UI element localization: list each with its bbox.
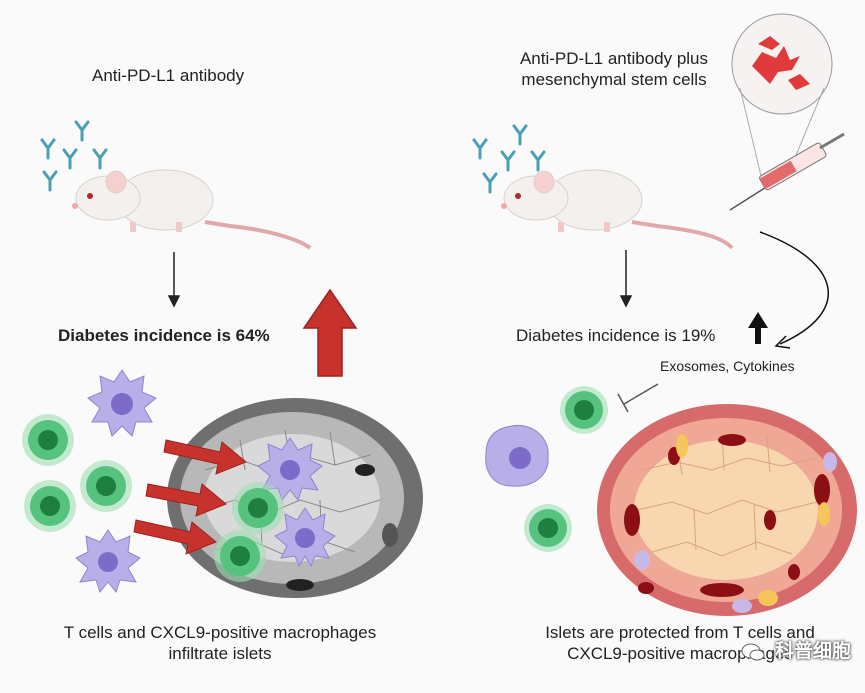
macrophage-cells (75, 369, 336, 594)
right-title-line1: Anti-PD-L1 antibody plus (519, 49, 709, 68)
macrophage-cell (485, 424, 549, 487)
mouse-icon (72, 169, 312, 250)
left-panel: Anti-PD-L1 antibody Diabetes incidence i… (0, 0, 432, 693)
inhibition-line (617, 383, 659, 413)
right-caption-line2: CXCL9-positive macrophages (567, 644, 793, 663)
right-panel: Anti-PD-L1 antibody plus mesenchymal ste… (432, 0, 865, 693)
right-incidence-label: Diabetes incidence is 19% (516, 326, 716, 345)
right-illustration (472, 13, 857, 616)
left-caption-line2: infiltrate islets (168, 644, 272, 663)
t-cells (22, 414, 284, 582)
left-caption: T cells and CXCL9-positive macrophages i… (20, 622, 420, 664)
right-caption-line1: Islets are protected from T cells and (545, 623, 815, 642)
stem-cells-icon (731, 13, 833, 181)
wechat-icon (741, 643, 765, 661)
watermark: 科普细胞 (774, 641, 851, 662)
mouse-icon (501, 169, 734, 250)
up-arrow-icon (748, 312, 768, 344)
left-illustration (22, 120, 423, 598)
down-arrow-icon (619, 250, 633, 308)
left-caption-line1: T cells and CXCL9-positive macrophages (63, 623, 377, 642)
increase-arrow-icon (302, 288, 358, 377)
left-incidence-label: Diabetes incidence is 64% (58, 326, 270, 345)
right-title: Anti-PD-L1 antibody plus mesenchymal ste… (484, 48, 744, 90)
left-title: Anti-PD-L1 antibody (92, 66, 245, 85)
infiltration-arrows (133, 439, 247, 555)
syringe-icon (729, 132, 845, 211)
antibody-icons (40, 120, 108, 192)
protected-islet (597, 404, 857, 616)
right-caption: Islets are protected from T cells and CX… (480, 622, 865, 664)
right-title-line2: mesenchymal stem cells (521, 70, 707, 89)
t-cells (524, 386, 608, 552)
antibody-icons (472, 124, 546, 194)
down-arrow-icon (167, 252, 181, 308)
mediators-label: Exosomes, Cytokines (660, 358, 795, 374)
curved-arrow-icon (759, 231, 829, 349)
